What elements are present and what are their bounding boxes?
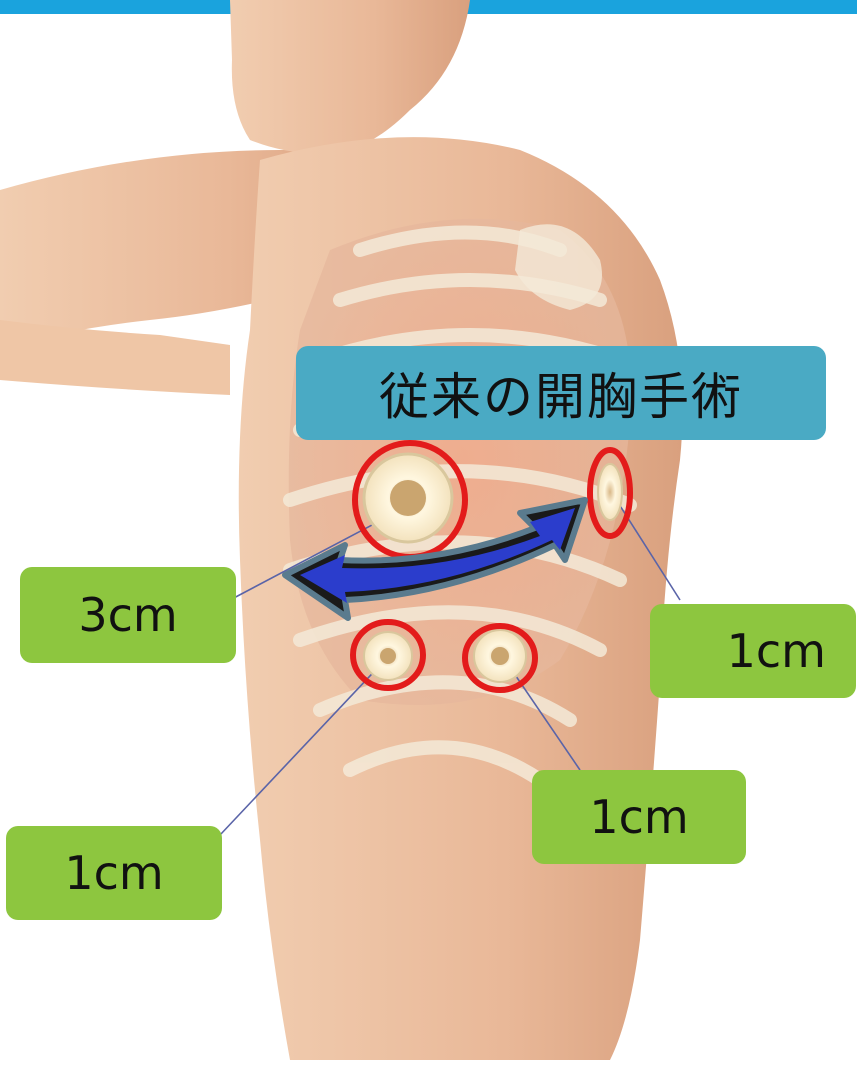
head — [230, 0, 470, 153]
label-1cm-lower-left-text: 1cm — [64, 850, 163, 896]
port-back — [598, 464, 622, 520]
label-1cm-back: 1cm — [650, 604, 856, 698]
label-1cm-lower-left: 1cm — [6, 826, 222, 920]
title-text: 従来の開胸手術 — [379, 357, 743, 429]
title-box: 従来の開胸手術 — [296, 346, 826, 440]
label-1cm-back-text: 1cm — [727, 628, 826, 674]
label-3cm: 3cm — [20, 567, 236, 663]
label-3cm-text: 3cm — [78, 592, 177, 638]
port-large — [364, 454, 452, 542]
forearm — [0, 320, 230, 395]
port-lower-right — [474, 630, 526, 682]
port-lower-mid — [364, 632, 412, 680]
label-1cm-lower-mid: 1cm — [532, 770, 746, 864]
label-1cm-lower-mid-text: 1cm — [589, 794, 688, 840]
